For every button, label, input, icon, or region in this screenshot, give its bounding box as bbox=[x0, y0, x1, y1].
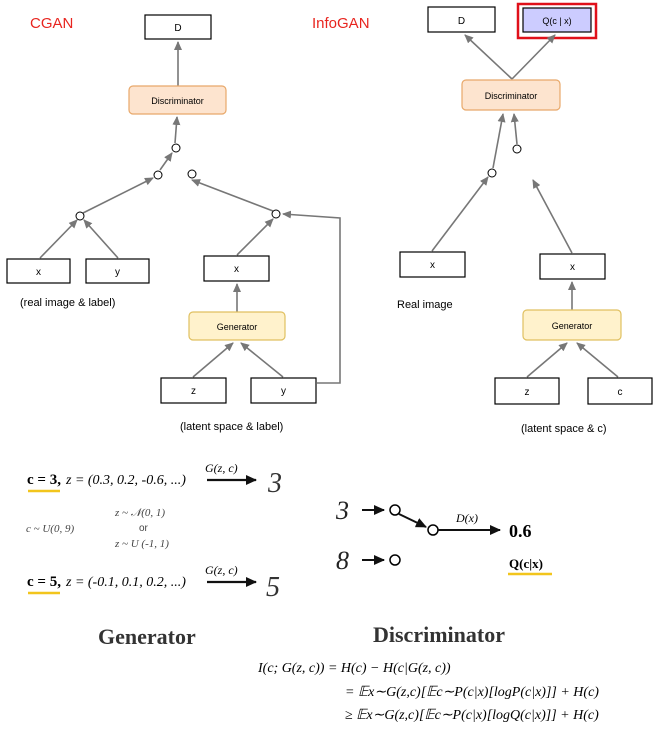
cgan-join-node-gen bbox=[271, 209, 281, 219]
cgan-real-caption: (real image & label) bbox=[20, 297, 115, 309]
disc-node-bottom bbox=[389, 554, 401, 566]
generator-heading: Generator bbox=[98, 624, 196, 649]
infogan-c-input-box bbox=[587, 377, 653, 405]
cgan-join-node-real bbox=[75, 211, 85, 221]
cgan-y-real-label: y bbox=[115, 267, 120, 278]
infogan-d-box bbox=[427, 6, 496, 33]
cgan-diagram: CGAN D Discriminator x y (real image & l… bbox=[6, 14, 341, 433]
infogan-diagram: InfoGAN D Q(c | x) Discriminator x Real … bbox=[312, 2, 653, 435]
cgan-title: CGAN bbox=[30, 15, 73, 32]
cgan-join-node-right-small bbox=[187, 169, 197, 179]
equation-line-3: ≥ 𝔼x∼G(z,c)[𝔼c∼P(c|x)[logQ(c|x)]] + H(c) bbox=[345, 708, 599, 723]
infogan-generator-label: Generator bbox=[552, 321, 593, 331]
cgan-generator-box bbox=[188, 311, 286, 341]
cgan-x-gen-box bbox=[203, 255, 270, 282]
cgan-generator-label: Generator bbox=[217, 322, 258, 332]
disc-digit-bottom: 8 bbox=[336, 546, 349, 575]
infogan-x-real-box bbox=[399, 251, 466, 278]
discriminator-heading: Discriminator bbox=[373, 622, 505, 647]
cgan-x-real-label: x bbox=[36, 267, 41, 278]
generator-panel: c = 3, z = (0.3, 0.2, -0.6, ...) G(z, c)… bbox=[26, 461, 282, 649]
gen-c-distribution: c ~ U(0, 9) bbox=[26, 523, 74, 535]
infogan-x-gen-label: x bbox=[570, 262, 575, 273]
infogan-generator-box bbox=[522, 309, 622, 341]
cgan-discriminator-box bbox=[128, 85, 227, 115]
infogan-q-box bbox=[522, 7, 592, 33]
infogan-z-input-box bbox=[494, 377, 560, 405]
disc-q-label: Q(c|x) bbox=[509, 556, 543, 571]
infogan-c-input-label: c bbox=[618, 387, 623, 398]
infogan-title: InfoGAN bbox=[312, 15, 370, 32]
infogan-join-node-left bbox=[487, 168, 497, 178]
cgan-d-label: D bbox=[174, 23, 181, 34]
cgan-x-gen-label: x bbox=[234, 264, 239, 275]
gen-z-or: or bbox=[139, 523, 149, 534]
cgan-join-node-top bbox=[171, 143, 181, 153]
equation-line-2: = 𝔼x∼G(z,c)[𝔼c∼P(c|x)[logP(c|x)]] + H(c) bbox=[345, 685, 599, 700]
discriminator-panel: 3 D(x) 0.6 8 Q(c|x) Discriminator bbox=[335, 496, 552, 647]
cgan-z-input-label: z bbox=[191, 386, 196, 397]
equation-line-1: I(c; G(z, c)) = H(c) − H(c|G(z, c)) bbox=[257, 661, 451, 676]
gen-row2-z: z = (-0.1, 0.1, 0.2, ...) bbox=[65, 575, 186, 590]
gen-row1-z: z = (0.3, 0.2, -0.6, ...) bbox=[65, 473, 186, 488]
infogan-q-highlight bbox=[516, 2, 598, 40]
gen-row2-arrow-label: G(z, c) bbox=[205, 563, 238, 577]
cgan-join-node-mid bbox=[153, 170, 163, 180]
gen-z-distribution-normal: z ~ 𝒩(0, 1) bbox=[114, 507, 165, 519]
gen-row1-c: c = 3, bbox=[27, 472, 61, 488]
infogan-latent-caption: (latent space & c) bbox=[521, 423, 607, 435]
cgan-x-real-box bbox=[6, 258, 71, 284]
gen-row2-c: c = 5, bbox=[27, 574, 61, 590]
cgan-discriminator-label: Discriminator bbox=[151, 96, 204, 106]
disc-node-join bbox=[427, 524, 439, 536]
infogan-discriminator-label: Discriminator bbox=[485, 91, 538, 101]
infogan-join-node-right bbox=[512, 144, 522, 154]
infogan-x-gen-box bbox=[539, 253, 606, 280]
cgan-z-input-box bbox=[160, 377, 227, 404]
gen-row1-arrow-label: G(z, c) bbox=[205, 461, 238, 475]
cgan-latent-caption: (latent space & label) bbox=[180, 421, 283, 433]
infogan-real-caption: Real image bbox=[397, 299, 453, 311]
gen-row2-digit: 5 bbox=[266, 572, 280, 603]
infogan-z-input-label: z bbox=[525, 387, 530, 398]
disc-output-value: 0.6 bbox=[509, 521, 532, 541]
disc-dx-label: D(x) bbox=[455, 511, 478, 525]
cgan-d-box bbox=[144, 14, 212, 40]
disc-node-top bbox=[389, 504, 401, 516]
cgan-y-input-box bbox=[250, 377, 317, 404]
infogan-d-label: D bbox=[458, 16, 465, 27]
gen-row1-digit: 3 bbox=[267, 468, 282, 499]
gen-z-distribution-uniform: z ~ U (-1, 1) bbox=[114, 538, 169, 550]
infogan-q-label: Q(c | x) bbox=[542, 16, 571, 26]
disc-digit-top: 3 bbox=[335, 496, 349, 525]
mutual-information-equations: I(c; G(z, c)) = H(c) − H(c|G(z, c)) = 𝔼x… bbox=[257, 661, 599, 723]
cgan-y-real-box bbox=[85, 258, 150, 284]
infogan-x-real-label: x bbox=[430, 260, 435, 271]
cgan-y-input-label: y bbox=[281, 386, 286, 397]
infogan-discriminator-box bbox=[461, 79, 561, 111]
